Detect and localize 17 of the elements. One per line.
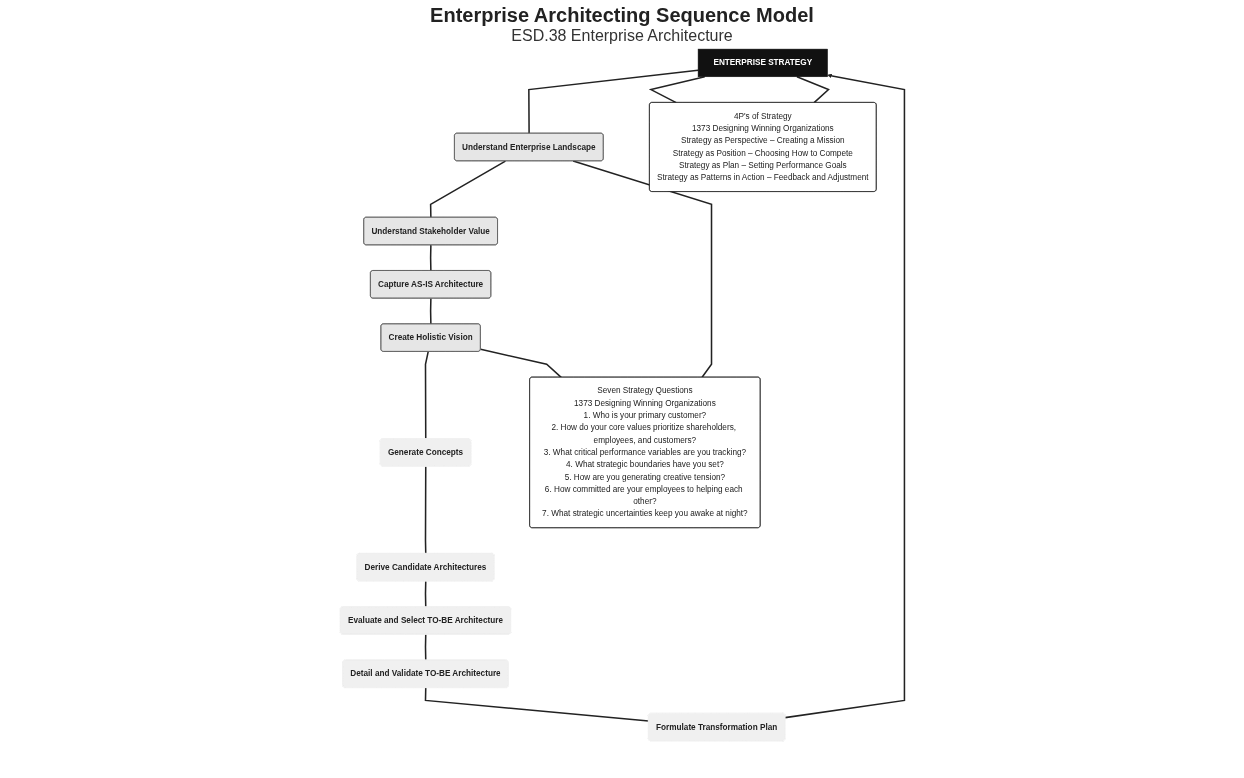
connector [429, 297, 432, 325]
connector [424, 580, 427, 608]
node-box: ENTERPRISE STRATEGY [697, 48, 828, 78]
connector [424, 350, 429, 440]
diagram-title: Enterprise Architecting Sequence Model [429, 4, 815, 27]
connector [479, 348, 562, 379]
connector [795, 76, 830, 104]
connector [424, 633, 427, 661]
connector [429, 160, 506, 219]
connector [429, 244, 432, 272]
connector [424, 465, 427, 555]
arrow [784, 73, 905, 719]
connector [572, 160, 712, 379]
connector [527, 69, 699, 135]
connector [424, 687, 649, 722]
connector [648, 76, 706, 104]
subtitle-text: ESD.38 Enterprise Architecture [510, 27, 734, 45]
